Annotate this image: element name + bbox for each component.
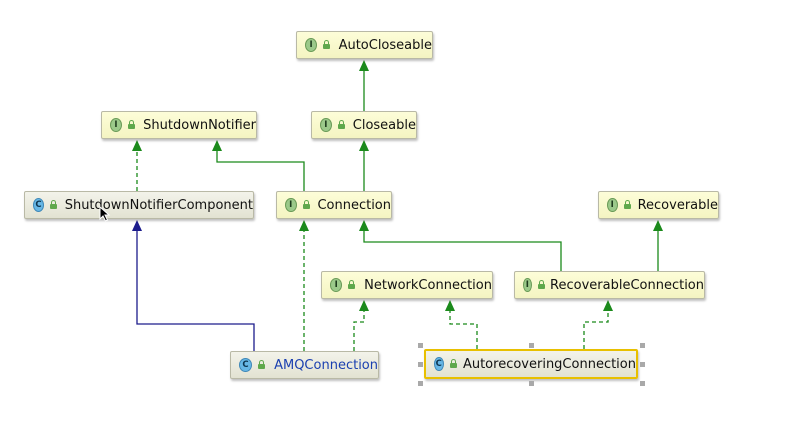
node-autorecoveringconnection[interactable]: C AutorecoveringConnection	[424, 349, 638, 379]
arrowhead	[359, 300, 369, 311]
arrowhead	[359, 140, 369, 151]
public-lock-icon	[347, 280, 356, 290]
class-icon: C	[434, 357, 444, 371]
node-label: Connection	[317, 197, 391, 213]
public-lock-icon	[449, 359, 458, 369]
node-amqconnection[interactable]: C AMQConnection	[230, 351, 379, 379]
edge-amqconnection-to-networkconnection	[353, 300, 369, 351]
node-autocloseable[interactable]: I AutoCloseable	[296, 31, 433, 59]
selection-handle[interactable]	[640, 362, 645, 367]
mouse-cursor-icon	[99, 206, 111, 222]
node-label: Closeable	[352, 117, 416, 133]
edge-autorecoveringconnection-to-recoverableconnection	[583, 300, 613, 349]
edge-connection-to-closeable	[359, 140, 369, 191]
node-closeable[interactable]: I Closeable	[311, 111, 417, 139]
selection-handle[interactable]	[640, 343, 645, 348]
node-shutdownnotifiercomponent[interactable]: C ShutdownNotifierComponent	[24, 191, 254, 219]
edge-recoverableconnection-to-recoverable	[653, 220, 663, 271]
edge-recoverableconnection-to-connection	[359, 220, 562, 271]
node-label: ShutdownNotifier	[143, 117, 256, 133]
node-label: AMQConnection	[274, 357, 378, 373]
class-icon: C	[33, 198, 45, 212]
class-icon: C	[239, 358, 252, 372]
edge-autorecoveringconnection-to-networkconnection	[445, 300, 478, 349]
node-connection[interactable]: I Connection	[276, 191, 392, 219]
edge-connection-to-shutdownnotifier	[212, 140, 305, 191]
public-lock-icon	[623, 200, 631, 210]
node-label: AutoCloseable	[338, 37, 432, 53]
edge-amqconnection-to-shutdownnotifiercomponent	[132, 220, 255, 351]
selection-handle[interactable]	[640, 381, 645, 386]
public-lock-icon	[127, 120, 136, 130]
node-recoverable[interactable]: I Recoverable	[598, 191, 719, 219]
edge-amqconnection-to-connection	[299, 220, 309, 351]
public-lock-icon	[257, 360, 266, 370]
interface-icon: I	[523, 278, 532, 292]
selection-handle[interactable]	[529, 381, 534, 386]
arrowhead	[212, 140, 222, 151]
node-label: NetworkConnection	[364, 277, 492, 293]
node-networkconnection[interactable]: I NetworkConnection	[321, 271, 493, 299]
interface-icon: I	[320, 118, 332, 132]
public-lock-icon	[302, 200, 310, 210]
node-recoverableconnection[interactable]: I RecoverableConnection	[514, 271, 705, 299]
interface-icon: I	[285, 198, 297, 212]
node-label: Recoverable	[637, 197, 718, 213]
public-lock-icon	[322, 40, 331, 50]
interface-icon: I	[305, 38, 318, 52]
arrowhead	[359, 60, 369, 71]
node-label: ShutdownNotifierComponent	[64, 197, 253, 213]
public-lock-icon	[537, 280, 546, 290]
selection-handle[interactable]	[418, 362, 423, 367]
node-label: AutorecoveringConnection	[462, 356, 636, 372]
arrowhead	[132, 220, 142, 231]
selection-handle[interactable]	[418, 381, 423, 386]
arrowhead	[445, 300, 455, 311]
arrowhead	[132, 140, 142, 151]
public-lock-icon	[337, 120, 345, 130]
node-shutdownnotifier[interactable]: I ShutdownNotifier	[101, 111, 257, 139]
public-lock-icon	[49, 200, 57, 210]
interface-icon: I	[607, 198, 618, 212]
edge-closeable-to-autocloseable	[359, 60, 369, 111]
selection-handle[interactable]	[529, 343, 534, 348]
selection-handle[interactable]	[418, 343, 423, 348]
arrowhead	[653, 220, 663, 231]
arrowhead	[359, 220, 369, 231]
edge-shutdownnotifiercomponent-to-shutdownnotifier	[132, 140, 142, 191]
node-label: RecoverableConnection	[550, 277, 704, 293]
interface-icon: I	[330, 278, 343, 292]
arrowhead	[299, 220, 309, 231]
edges-layer	[132, 60, 663, 351]
arrowhead	[603, 300, 613, 311]
interface-icon: I	[110, 118, 122, 132]
